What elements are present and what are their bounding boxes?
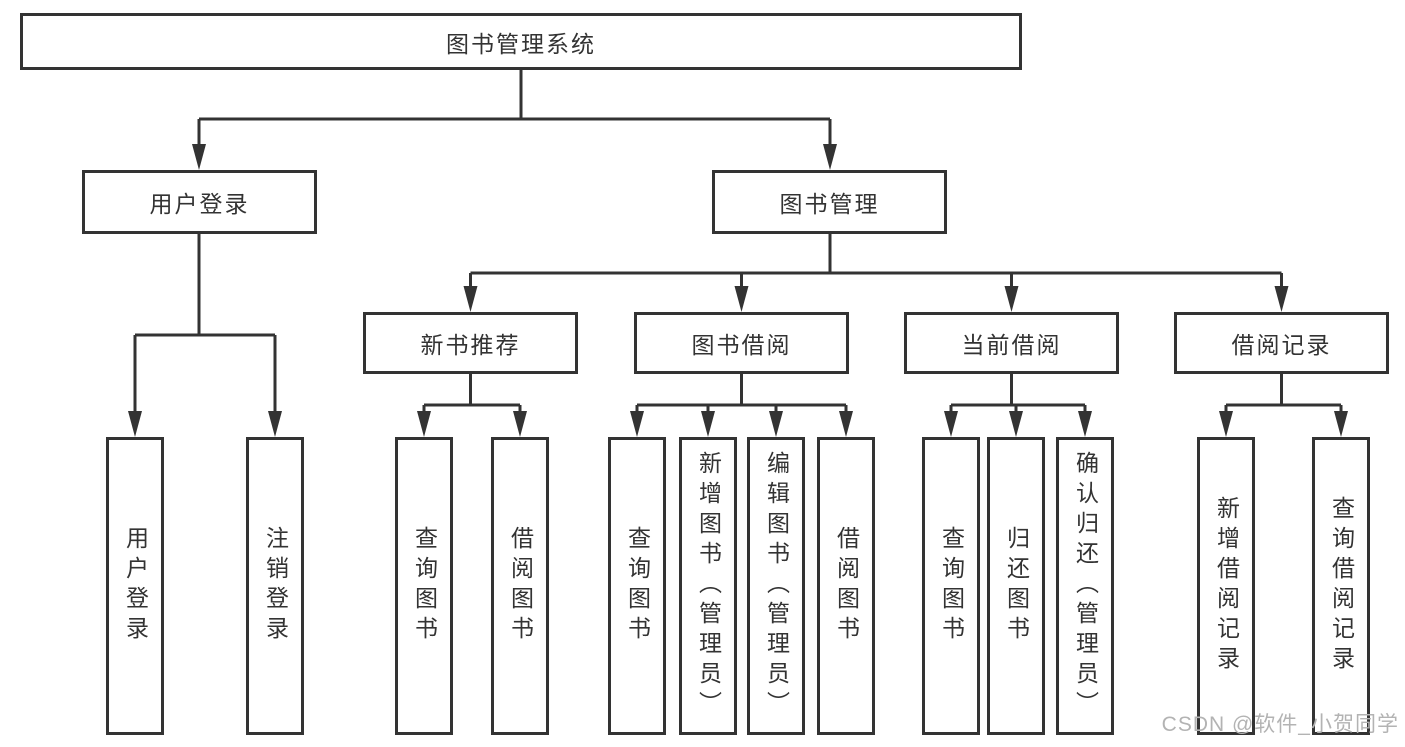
- node-book-management-label: 图书管理: [779, 191, 880, 217]
- node-book-management: 图书管理: [712, 170, 947, 234]
- leaf-user-login-label: 用户登录: [122, 526, 149, 646]
- node-library-system-label: 图书管理系统: [446, 30, 596, 57]
- leaf-borrow-book-recommend-label: 借阅图书: [507, 526, 534, 646]
- leaf-borrow-book-label: 借阅图书: [833, 526, 860, 646]
- leaf-add-borrow-record: 新增借阅记录: [1197, 437, 1255, 735]
- leaf-query-borrow-record: 查询借阅记录: [1312, 437, 1370, 735]
- leaf-edit-book-admin-label: 编辑图书（管理员）: [763, 451, 790, 721]
- leaf-logout-label: 注销登录: [262, 526, 289, 646]
- node-current-borrowing: 当前借阅: [904, 312, 1119, 374]
- leaf-query-borrow-record-label: 查询借阅记录: [1328, 496, 1355, 676]
- leaf-query-book-recommend: 查询图书: [395, 437, 453, 735]
- csdn-watermark: CSDN @软件_小贺同学: [1161, 713, 1399, 736]
- leaf-query-book-current: 查询图书: [922, 437, 980, 735]
- node-new-book-recommend: 新书推荐: [363, 312, 578, 374]
- leaf-query-book-borrowing-label: 查询图书: [624, 526, 651, 646]
- node-borrowing-records: 借阅记录: [1174, 312, 1389, 374]
- node-borrowing-records-label: 借阅记录: [1231, 332, 1332, 358]
- leaf-return-book-label: 归还图书: [1003, 526, 1030, 646]
- leaf-query-book-borrowing: 查询图书: [608, 437, 666, 735]
- leaf-query-book-recommend-label: 查询图书: [411, 526, 438, 646]
- node-user-login: 用户登录: [82, 170, 317, 234]
- node-book-borrowing: 图书借阅: [634, 312, 849, 374]
- leaf-confirm-return-admin: 确认归还（管理员）: [1056, 437, 1114, 735]
- leaf-add-book-admin-label: 新增图书（管理员）: [695, 451, 722, 721]
- leaf-add-book-admin: 新增图书（管理员）: [679, 437, 737, 735]
- leaf-borrow-book-recommend: 借阅图书: [491, 437, 549, 735]
- node-library-system: 图书管理系统: [20, 13, 1022, 70]
- leaf-add-borrow-record-label: 新增借阅记录: [1213, 496, 1240, 676]
- leaf-query-book-current-label: 查询图书: [938, 526, 965, 646]
- leaf-borrow-book: 借阅图书: [817, 437, 875, 735]
- node-book-borrowing-label: 图书借阅: [691, 332, 792, 358]
- leaf-confirm-return-admin-label: 确认归还（管理员）: [1072, 451, 1099, 721]
- node-user-login-label: 用户登录: [149, 191, 250, 217]
- leaf-user-login: 用户登录: [106, 437, 164, 735]
- leaf-return-book: 归还图书: [987, 437, 1045, 735]
- leaf-edit-book-admin: 编辑图书（管理员）: [747, 437, 805, 735]
- node-current-borrowing-label: 当前借阅: [961, 332, 1062, 358]
- leaf-logout: 注销登录: [246, 437, 304, 735]
- node-new-book-recommend-label: 新书推荐: [420, 332, 521, 358]
